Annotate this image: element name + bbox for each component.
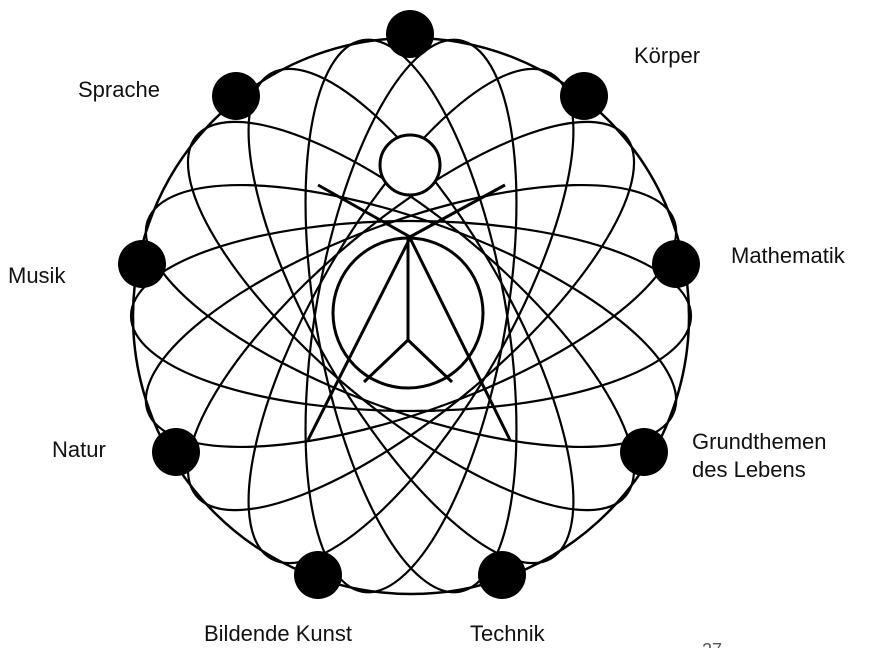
label-natur: Natur — [52, 436, 106, 464]
central-figure — [308, 135, 510, 440]
figure-head — [380, 135, 440, 195]
label-grundthemen: Grundthemen des Lebens — [692, 428, 827, 484]
node-grundthemen — [620, 428, 668, 476]
page-number: 27 — [702, 640, 722, 648]
label-technik: Technik — [470, 620, 545, 648]
node-natur — [152, 428, 200, 476]
node-technik — [478, 551, 526, 599]
label-sprache: Sprache — [78, 76, 160, 104]
node-musik — [118, 240, 166, 288]
label-grundthemen-line1: Grundthemen — [692, 428, 827, 456]
node-sprache — [212, 72, 260, 120]
label-koerper: Körper — [634, 42, 700, 70]
label-musik: Musik — [8, 262, 65, 290]
node-mathematik — [652, 240, 700, 288]
label-mathematik: Mathematik — [731, 242, 845, 270]
label-bildende-kunst: Bildende Kunst — [204, 620, 352, 648]
node-koerper — [560, 72, 608, 120]
node-top — [386, 10, 434, 58]
label-grundthemen-line2: des Lebens — [692, 456, 827, 484]
node-bildende-kunst — [294, 551, 342, 599]
